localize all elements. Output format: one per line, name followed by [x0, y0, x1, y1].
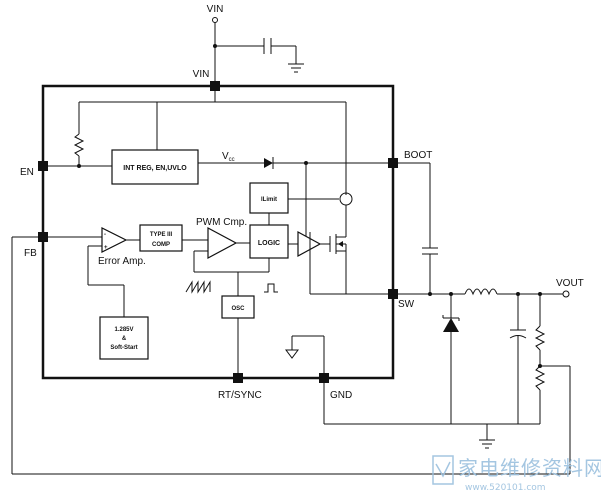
- rt-sync-pin-label: RT/SYNC: [218, 390, 262, 401]
- fb-pin-label: FB: [24, 248, 37, 259]
- type3-comp-line1: TYPE III: [150, 232, 173, 238]
- logic-label: LOGIC: [258, 240, 280, 247]
- watermark-url: www.520101.com: [465, 483, 546, 493]
- reference-softstart-block: [99, 316, 149, 360]
- error-amp-label: Error Amp.: [98, 256, 146, 267]
- pwm-comp-label: PWM Cmp.: [196, 217, 247, 228]
- fb-pin: [38, 232, 48, 242]
- gate-driver: [297, 230, 322, 258]
- error-amp: [101, 227, 128, 253]
- vcc-label: Vcc: [222, 151, 235, 163]
- gnd-pin: [319, 373, 329, 383]
- sw-pin-label: SW: [398, 299, 415, 310]
- ilimit-block: [249, 182, 289, 214]
- pulse-icon: [264, 283, 278, 293]
- ilimit-label: ILimit: [261, 197, 277, 203]
- vin-pin-label: VIN: [193, 69, 210, 80]
- output-inductor: [464, 288, 498, 296]
- sw-pin: [388, 289, 398, 299]
- vin-top-label: VIN: [207, 4, 224, 15]
- en-pin-label: EN: [20, 167, 34, 178]
- en-pin: [38, 161, 48, 171]
- vout-label: VOUT: [556, 278, 584, 289]
- boot-pin: [388, 158, 398, 168]
- logic-block: [249, 224, 289, 259]
- boot-capacitor: [398, 162, 438, 294]
- gnd-pin-label: GND: [330, 390, 352, 401]
- error-amp-plus: +: [104, 245, 108, 251]
- vout-terminal: [562, 290, 570, 298]
- output-capacitor: [509, 294, 527, 424]
- feedback-divider: [11, 236, 571, 475]
- reference-line1: 1.285V: [114, 327, 133, 333]
- int-reg-block: [111, 149, 199, 185]
- reference-line3: Soft-Start: [110, 345, 137, 351]
- boot-pin-label: BOOT: [404, 150, 432, 161]
- int-reg-label: INT REG, EN,UVLO: [123, 165, 187, 172]
- rt-sync-pin: [233, 373, 243, 383]
- reference-line2: &: [122, 336, 127, 342]
- vin-pin: [210, 81, 220, 91]
- watermark-logo-icon: [432, 455, 454, 485]
- ground-symbol: [479, 424, 495, 449]
- osc-label: OSC: [231, 306, 245, 312]
- vcc-boot-diode: [198, 157, 389, 240]
- catch-diode: [442, 294, 460, 424]
- ic-package-outline: [41, 84, 395, 380]
- type3-comp-line2: COMP: [152, 242, 170, 248]
- sawtooth-icon: [185, 280, 211, 294]
- pwm-comparator: [207, 226, 238, 260]
- internal-vin-bus: [73, 91, 347, 195]
- watermark: 家电维修资料网 www.520101.com: [432, 455, 601, 493]
- error-amp-minus: -: [104, 232, 106, 238]
- watermark-text: 家电维修资料网: [458, 456, 601, 480]
- type3-comp-block: [139, 224, 183, 252]
- mosfet-switch: [329, 229, 347, 294]
- vin-input-network: [212, 17, 304, 86]
- internal-ground: [285, 335, 325, 373]
